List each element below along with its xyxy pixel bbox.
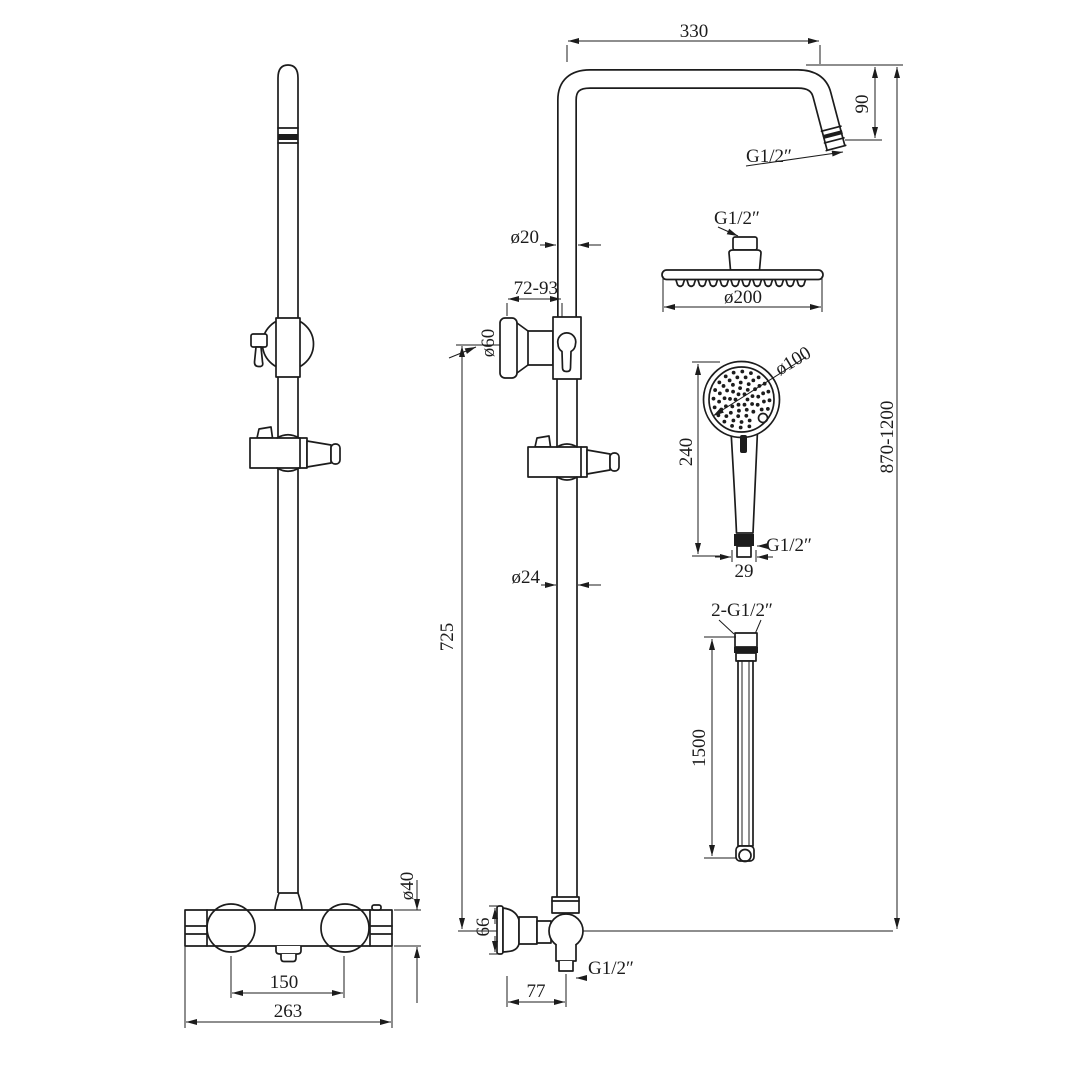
valve-body [184, 909, 393, 947]
dim-riser-lower-length: 725 [437, 623, 458, 652]
label-hose-thread: 2-G1/2″ [711, 600, 773, 621]
slider-cup-front [609, 452, 620, 472]
head-ball-nut [728, 249, 762, 271]
slider-cup-side [330, 443, 341, 465]
valve-outlet-lower [280, 954, 297, 963]
front-view: 330 90 870-1200 G1/2″ ø20 72-93 ø60 ø24 [437, 19, 903, 1007]
hose-detail: 2-G1/2″ 1500 [689, 600, 773, 863]
handset-outlet-stub [736, 545, 752, 558]
dim-inlet-spacing: 150 [270, 972, 299, 993]
head-connector [732, 236, 758, 251]
elbow-pipe-nut [551, 896, 580, 914]
handset-faceplate [708, 366, 775, 433]
dim-valve-width: 263 [274, 1001, 303, 1022]
handset-handle [730, 430, 759, 534]
elbow-ball-joint [548, 913, 584, 949]
overhead-shower-detail: G1/2″ ø200 [661, 208, 824, 312]
label-arm-thread: G1/2″ [746, 146, 792, 167]
dim-bracket-range: 72-93 [514, 278, 558, 299]
dim-valve-diameter: ø40 [397, 872, 418, 901]
dim-riser-lower-diameter: ø24 [512, 567, 541, 588]
handset-logo-button [757, 412, 769, 424]
dim-riser-upper-diameter: ø20 [511, 227, 540, 248]
bracket-lever-stem [253, 346, 264, 368]
side-view: 150 263 ø40 [184, 64, 421, 1028]
valve-top-nut [274, 892, 303, 911]
bracket-arm-front [527, 330, 554, 366]
label-head-thread: G1/2″ [714, 208, 760, 229]
bracket-lever-knob [250, 333, 268, 348]
hose-top-fitting [734, 632, 758, 648]
dim-handset-length: 240 [676, 438, 697, 467]
slider-body-front [527, 446, 588, 478]
dim-handset-nut-width: 29 [735, 561, 754, 582]
hose-top-collar [735, 652, 757, 662]
pipe-joint-band [278, 134, 298, 140]
flow-handle [320, 903, 370, 953]
temperature-handle [206, 903, 256, 953]
label-handset-thread: G1/2″ [766, 535, 812, 556]
handset-hose-nut [734, 534, 754, 546]
slider-body-side [249, 437, 308, 469]
dim-overall-height: 870-1200 [877, 401, 898, 474]
bracket-flange-front [499, 317, 518, 379]
dim-head-diameter: ø200 [724, 287, 762, 308]
dim-wall-distance: 77 [527, 981, 546, 1002]
hose-top-band [734, 647, 758, 653]
shower-head-disc [661, 269, 824, 281]
arm-nipple-band [822, 130, 843, 139]
label-elbow-thread: G1/2″ [588, 958, 634, 979]
slider-cone-front [586, 449, 611, 475]
dim-arm-length: 330 [680, 21, 709, 42]
head-nozzles [675, 279, 807, 288]
riser-pipe-side [277, 64, 299, 893]
dim-flange-diameter: ø60 [478, 329, 499, 358]
hand-shower-detail: ø100 240 G1/2″ 29 [676, 342, 815, 582]
slider-tab-front [534, 435, 552, 448]
dim-hose-length: 1500 [689, 729, 710, 767]
dim-elbow-flange: 66 [473, 918, 494, 937]
handset-nozzle-dots [711, 369, 772, 430]
bracket-keyhole-slot [556, 332, 577, 373]
dim-arm-drop: 90 [852, 95, 873, 114]
hose-bottom-opening [738, 848, 752, 863]
elbow-outlet [555, 944, 577, 962]
hose-body [737, 660, 754, 847]
elbow-wall-face [496, 905, 504, 955]
handset-mode-slot [740, 435, 747, 453]
slider-tab-side [256, 426, 274, 439]
valve-stop-button [371, 904, 382, 911]
wall-bracket-clamp-side [275, 317, 301, 378]
slider-cone-side [306, 440, 332, 468]
elbow-bell-flange [502, 907, 520, 953]
valve-outlet-upper [275, 946, 302, 955]
elbow-hex-nut [518, 916, 538, 945]
elbow-outlet-stub [558, 961, 574, 972]
